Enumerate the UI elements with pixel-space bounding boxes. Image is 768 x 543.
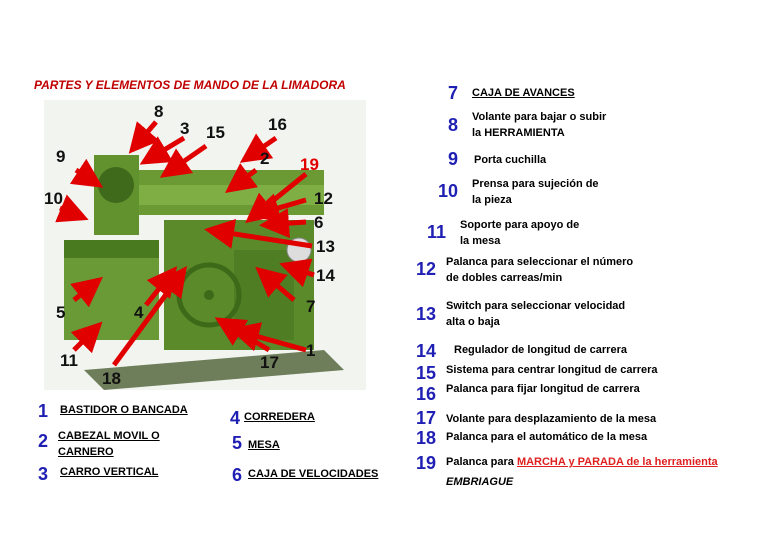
legend-num-18: 18 [416,428,437,448]
legend-text-8b: la HERRAMIENTA [472,127,565,139]
legend-text-1: BASTIDOR O BANCADA [60,404,188,416]
legend-num-1: 1 [38,401,49,421]
callout-17: 17 [260,353,279,372]
legend-num-7: 7 [448,83,459,103]
legend-text-9: Porta cuchilla [474,154,547,166]
legend-num-12: 12 [416,259,437,279]
callout-10: 10 [44,189,63,208]
callout-11: 11 [60,351,78,370]
legend-text-13a: Switch para seleccionar velocidad [446,300,626,312]
legend-text-19: Palanca para MARCHA y PARADA de la herra… [446,454,718,470]
embrague-label: EMBRIAGUE [446,476,514,488]
legend-text-11b: la mesa [460,235,501,247]
callout-4: 4 [134,303,144,322]
legend-text-11a: Soporte para apoyo de [460,219,580,231]
callout-6: 6 [314,213,323,232]
legend-num-17: 17 [416,408,437,428]
legend-num-11: 11 [427,222,447,242]
legend-text-3: CARRO VERTICAL [60,466,159,478]
legend-num-9: 9 [448,149,459,169]
callout-19: 19 [300,155,319,174]
legend-text-18: Palanca para el automático de la mesa [446,431,648,443]
callout-7: 7 [306,297,315,316]
legend-text-10a: Prensa para sujeción de [472,178,599,190]
callout-15: 15 [206,123,225,142]
legend-text-13b: alta o baja [446,316,500,328]
legend-num-16: 16 [416,384,437,404]
callout-9: 9 [56,147,65,166]
legend-text-15: Sistema para centrar longitud de carrera [446,364,658,376]
callout-5: 5 [56,303,65,322]
legend-num-4: 4 [230,408,241,428]
callout-14: 14 [316,266,335,285]
legend-text-19-prefix: Palanca para [446,456,517,468]
callout-arrows [55,120,315,367]
legend-text-5: MESA [248,439,280,451]
legend-text-16: Palanca para fijar longitud de carrera [446,383,640,395]
legend-text-14: Regulador de longitud de carrera [454,344,627,356]
legend-num-2: 2 [38,431,49,451]
callout-18: 18 [102,369,121,388]
page-title: PARTES Y ELEMENTOS DE MANDO DE LA LIMADO… [34,78,346,92]
callout-3: 3 [180,119,189,138]
legend-num-19: 19 [416,453,437,473]
legend-text-8a: Volante para bajar o subir [472,111,607,123]
callout-8: 8 [154,102,163,121]
callout-13: 13 [316,237,335,256]
legend-text-12a: Palanca para seleccionar el número [446,256,634,268]
legend-text-7: CAJA DE AVANCES [472,87,575,99]
legend-num-14: 14 [416,341,437,361]
legend-num-5: 5 [232,433,243,453]
legend-num-8: 8 [448,115,459,135]
callout-16: 16 [268,115,287,134]
legend-num-15: 15 [416,363,437,383]
callout-12: 12 [314,189,333,208]
legend-num-3: 3 [38,464,49,484]
legend-num-6: 6 [232,465,243,485]
legend-text-19-highlight: MARCHA y PARADA de la herramienta [516,456,718,468]
legend-text-4: CORREDERA [244,411,315,423]
callout-2: 2 [260,149,269,168]
legend-text-17: Volante para desplazamiento de la mesa [446,413,657,425]
shaper-machine-image: 8 3 15 16 9 2 19 10 12 6 13 14 5 4 7 1 1… [44,100,366,390]
legend-num-10: 10 [438,181,459,201]
legend-text-10b: la pieza [472,194,512,206]
legend-text-6: CAJA DE VELOCIDADES [248,468,379,480]
legend-text-2a: CABEZAL MOVIL O [58,430,160,442]
legend-text-2b: CARNERO [58,446,114,458]
legend-num-13: 13 [416,304,437,324]
legend-text-12b: de dobles carreas/min [446,272,563,284]
callout-1: 1 [306,341,315,360]
